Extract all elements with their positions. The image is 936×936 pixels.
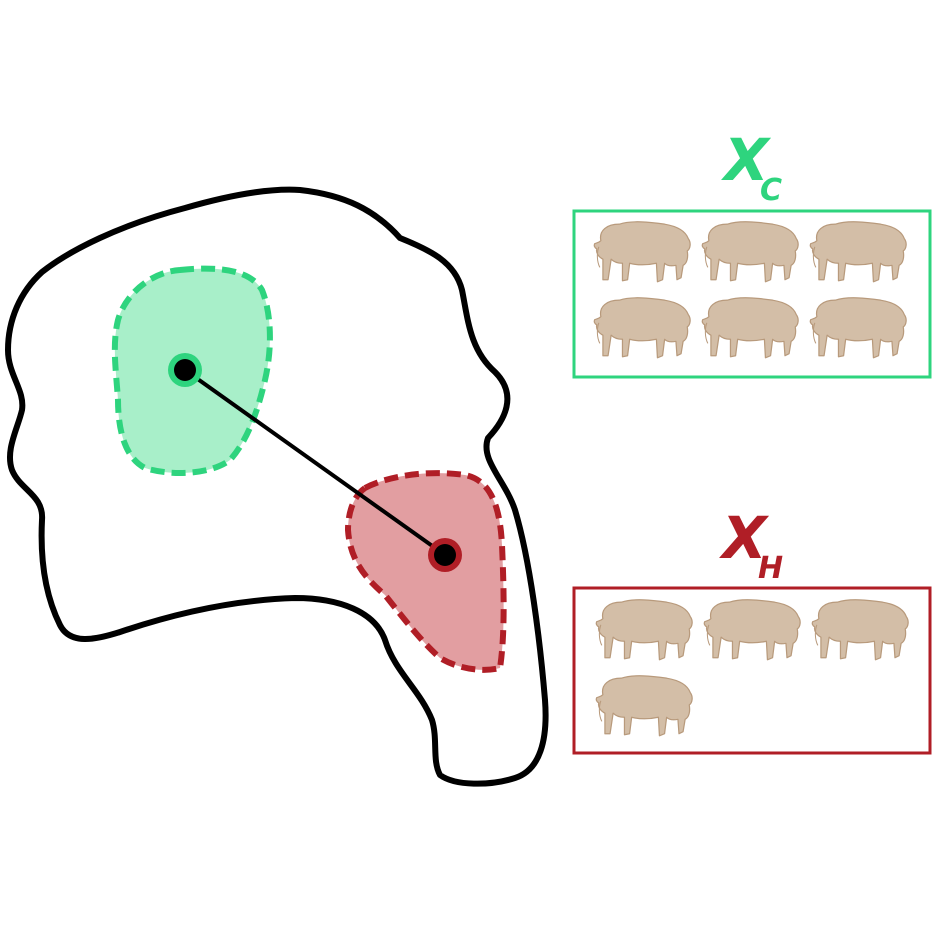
bison-icon xyxy=(593,221,691,283)
label-h-main: X xyxy=(719,504,770,572)
bison-icon xyxy=(701,221,799,283)
group-c-box xyxy=(572,209,932,379)
habitat-outline xyxy=(5,186,549,787)
group-h-bison-set xyxy=(595,599,909,737)
bison-icon xyxy=(809,221,907,283)
label-c-sub: C xyxy=(760,173,782,208)
region-h xyxy=(345,470,507,673)
centroid-h-dot xyxy=(434,544,456,566)
bison-icon xyxy=(595,599,693,661)
bison-icon xyxy=(595,675,693,737)
label-c-main: X xyxy=(721,126,772,194)
label-h-sub: H xyxy=(758,551,783,586)
centroid-connector xyxy=(183,368,447,557)
group-h-box xyxy=(572,586,932,755)
bison-icon xyxy=(593,297,691,359)
group-c-bison-set xyxy=(593,221,907,359)
bison-icon xyxy=(703,599,801,661)
bison-icon xyxy=(811,599,909,661)
bison-icon xyxy=(701,297,799,359)
bison-icon xyxy=(809,297,907,359)
centroid-c-dot xyxy=(174,359,196,381)
